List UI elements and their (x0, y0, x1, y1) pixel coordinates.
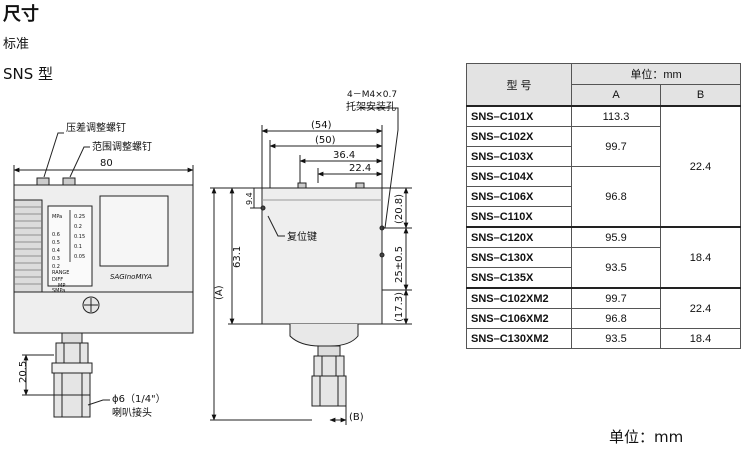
dim-50: (50) (315, 135, 336, 146)
scale-tick: 0.4 (52, 248, 60, 254)
side-view (210, 107, 412, 425)
scale-tick: 0.6 (52, 232, 60, 238)
table-cell-b: 18.4 (660, 328, 741, 349)
table-cell-a: 96.8 (571, 308, 661, 329)
scale-label: RANGE (52, 270, 69, 276)
table-row: SNS–C106XM2 (466, 308, 572, 329)
dim-25: 25±0.5 (394, 246, 405, 283)
mount-hole-label: 托架安装孔 (346, 100, 396, 113)
dim-63-1: 63.1 (232, 246, 243, 268)
scale-tick: 0.1 (74, 244, 82, 250)
dim-22-4: 22.4 (349, 163, 371, 174)
table-cell-b: 22.4 (660, 105, 741, 228)
table-row: SNS–C120X (466, 226, 572, 248)
table-row: SNS–C102X (466, 126, 572, 147)
dim-17-3: (17.3) (394, 292, 405, 322)
dim-fitting-height: 20.5 (18, 361, 29, 383)
dim-a: (A) (214, 285, 225, 300)
table-row: SNS–C102XM2 (466, 287, 572, 309)
col-b: B (660, 84, 741, 107)
dim-width: 80 (100, 158, 113, 169)
scale-tick: 0.2 (74, 224, 82, 230)
reset-button-label: 复位键 (287, 230, 317, 243)
table-row: SNS–C101X (466, 105, 572, 127)
unit-label: 单位：mm (609, 428, 684, 446)
model-series-label: SNS 型 (3, 65, 54, 83)
diff-screw-label: 压差调整螺钉 (66, 121, 126, 134)
col-model: 型 号 (466, 63, 572, 107)
scale-text: MPa 0.6 0.5 0.4 0.3 0.2 0.25 0.2 0.15 0.… (52, 214, 85, 294)
table-cell-a: 96.8 (571, 166, 661, 228)
table-cell-b: 22.4 (660, 287, 741, 329)
dimension-table: 型 号 单位：mm A B SNS–C101X 113.3 22.4 SNS–C… (466, 63, 741, 349)
diff-screw (36, 177, 50, 186)
table-row: SNS–C130X (466, 247, 572, 268)
table-cell-a: 93.5 (571, 328, 661, 349)
col-unit: 单位：mm (571, 63, 741, 85)
table-row: SNS–C104X (466, 166, 572, 187)
range-screw (62, 177, 76, 186)
scale-label: MP (58, 283, 65, 289)
dim-9-4: 9.4 (245, 192, 254, 205)
table-row: SNS–C110X (466, 206, 572, 228)
scale-tick: 0.2 (52, 264, 60, 270)
dim-54: (54) (311, 120, 332, 131)
table-cell-a: 95.9 (571, 226, 661, 248)
scale-label: DIFF (52, 277, 63, 283)
dim-b: (B) (349, 412, 364, 423)
page-title: 尺寸 (3, 4, 39, 25)
table-cell-a: 113.3 (571, 105, 661, 127)
scale-tick: 0.5 (52, 240, 60, 246)
scale-label: SMPa (52, 288, 65, 294)
scale-label: MPa (52, 214, 62, 220)
switch-body-side (261, 187, 383, 325)
scale-tick: 0.05 (74, 254, 85, 260)
table-row: SNS–C135X (466, 267, 572, 289)
table-cell-a: 99.7 (571, 287, 661, 309)
front-view (13, 132, 194, 418)
col-a: A (571, 84, 661, 107)
table-row: SNS–C130XM2 (466, 328, 572, 349)
table-cell-a: 93.5 (571, 247, 661, 289)
flare-joint-label: 喇叭接头 (112, 406, 152, 419)
range-screw-label: 范围调整螺钉 (92, 140, 152, 153)
dim-36-4: 36.4 (333, 150, 355, 161)
fitting-size-label: ϕ6（1/4"） (112, 393, 166, 405)
scale-tick: 0.3 (52, 256, 60, 262)
table-row: SNS–C106X (466, 186, 572, 207)
mount-thread-label: 4－M4×0.7 (347, 90, 397, 100)
hex-nut (55, 342, 89, 364)
label-panel (99, 195, 169, 267)
table-cell-b: 18.4 (660, 226, 741, 289)
dim-20-8: (20.8) (394, 194, 405, 224)
table-cell-a: 99.7 (571, 126, 661, 167)
hex-nut-side (313, 355, 345, 377)
brand-logo: SAGInoMIYA (110, 273, 152, 281)
table-row: SNS–C103X (466, 146, 572, 167)
scale-tick: 0.25 (74, 214, 85, 220)
scale-tick: 0.15 (74, 234, 85, 240)
subtitle: 标准 (3, 37, 30, 52)
